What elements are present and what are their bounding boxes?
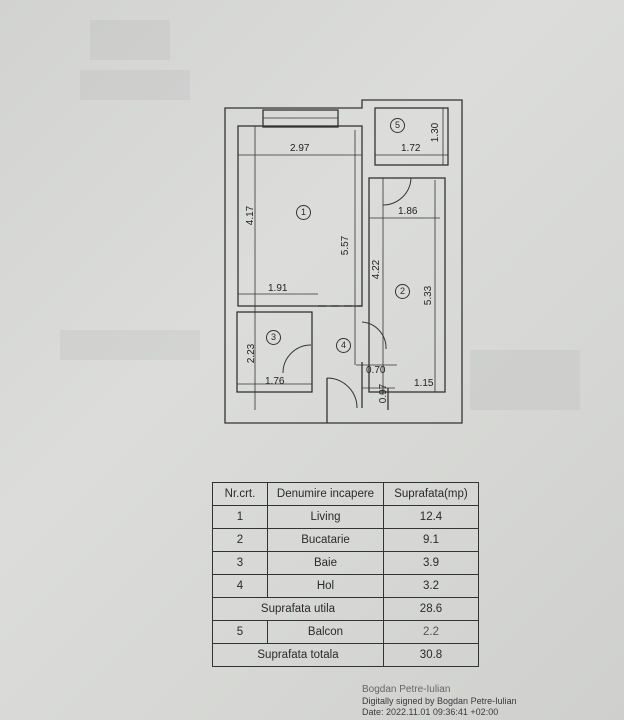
dim-kitchen-lower: 1.15 (414, 378, 434, 389)
signature-name: Bogdan Petre-Iulian (362, 684, 451, 695)
total-area-row: Suprafata totala 30.8 (212, 643, 479, 667)
dim-living-width: 2.97 (290, 143, 310, 154)
cell-name: Baie (267, 551, 384, 575)
dim-bath-height: 2.23 (246, 343, 258, 364)
cell-nr: 5 (212, 620, 268, 644)
cell-nr: 1 (212, 505, 268, 529)
table-row: 2 Bucatarie 9.1 (212, 528, 479, 552)
cell-nr: 4 (212, 574, 268, 598)
door-swing-entrance (326, 377, 358, 409)
room-kitchen (368, 177, 446, 393)
cell-name: Balcon (267, 620, 384, 644)
area-table: Nr.crt. Denumire incapere Suprafata(mp) … (212, 482, 479, 667)
cell-name: Living (267, 505, 384, 529)
outer-wall (224, 99, 463, 424)
room-number-4: 4 (336, 338, 351, 353)
table-header-row: Nr.crt. Denumire incapere Suprafata(mp) (212, 482, 479, 506)
room-living (237, 125, 363, 307)
dim-living-height: 4.17 (245, 205, 257, 226)
bleed-through-shape (470, 350, 580, 410)
door-swing-kitchen (361, 321, 387, 350)
balcony-row: 5 Balcon 2.2 (212, 620, 479, 644)
cell-area: 3.9 (383, 551, 479, 575)
dim-kitchen-width: 1.86 (398, 206, 418, 217)
cell-name: Bucatarie (267, 528, 384, 552)
total-area-value: 30.8 (383, 643, 479, 667)
table-row: 4 Hol 3.2 (212, 574, 479, 598)
dim-kitchen-inner: 4.22 (371, 259, 383, 280)
cell-nr: 2 (212, 528, 268, 552)
table-row: 3 Baie 3.9 (212, 551, 479, 575)
usable-area-value: 28.6 (383, 597, 479, 621)
dim-hall-height: 0.97 (378, 383, 390, 404)
dim-balcony-width: 1.72 (401, 143, 421, 154)
bleed-through-shape (60, 330, 200, 360)
dim-kitchen-height: 5.33 (423, 285, 435, 306)
total-area-label: Suprafata totala (212, 643, 384, 667)
header-name: Denumire incapere (267, 482, 384, 506)
room-number-3: 3 (266, 330, 281, 345)
bleed-through-shape (90, 20, 170, 60)
cell-area: 12.4 (383, 505, 479, 529)
usable-area-label: Suprafata utila (212, 597, 384, 621)
dim-balcony-height: 1.30 (430, 122, 442, 143)
header-nr: Nr.crt. (212, 482, 268, 506)
cell-name: Hol (267, 574, 384, 598)
dim-hall-width: 0.70 (366, 365, 386, 376)
signature-date: Date: 2022.11.01 09:36:41 +02:00 (362, 707, 499, 717)
room-number-1: 1 (296, 205, 311, 220)
usable-area-row: Suprafata utila 28.6 (212, 597, 479, 621)
dim-bath-width: 1.76 (265, 376, 285, 387)
cell-area: 3.2 (383, 574, 479, 598)
door-swing-balcony (382, 177, 412, 206)
room-number-5: 5 (390, 118, 405, 133)
cell-area: 2.2 (383, 620, 479, 644)
cell-nr: 3 (212, 551, 268, 575)
cell-area: 9.1 (383, 528, 479, 552)
dim-living-lower: 1.91 (268, 283, 288, 294)
header-area: Suprafata(mp) (383, 482, 479, 506)
signature-signed-by: Digitally signed by Bogdan Petre-Iulian (362, 696, 517, 706)
bleed-through-shape (80, 70, 190, 100)
room-balcony (374, 107, 449, 166)
door-swing-bath (282, 344, 312, 374)
room-number-2: 2 (395, 284, 410, 299)
dim-living-total: 5.57 (340, 235, 352, 256)
room-bath (236, 311, 313, 393)
window (262, 109, 339, 128)
table-row: 1 Living 12.4 (212, 505, 479, 529)
